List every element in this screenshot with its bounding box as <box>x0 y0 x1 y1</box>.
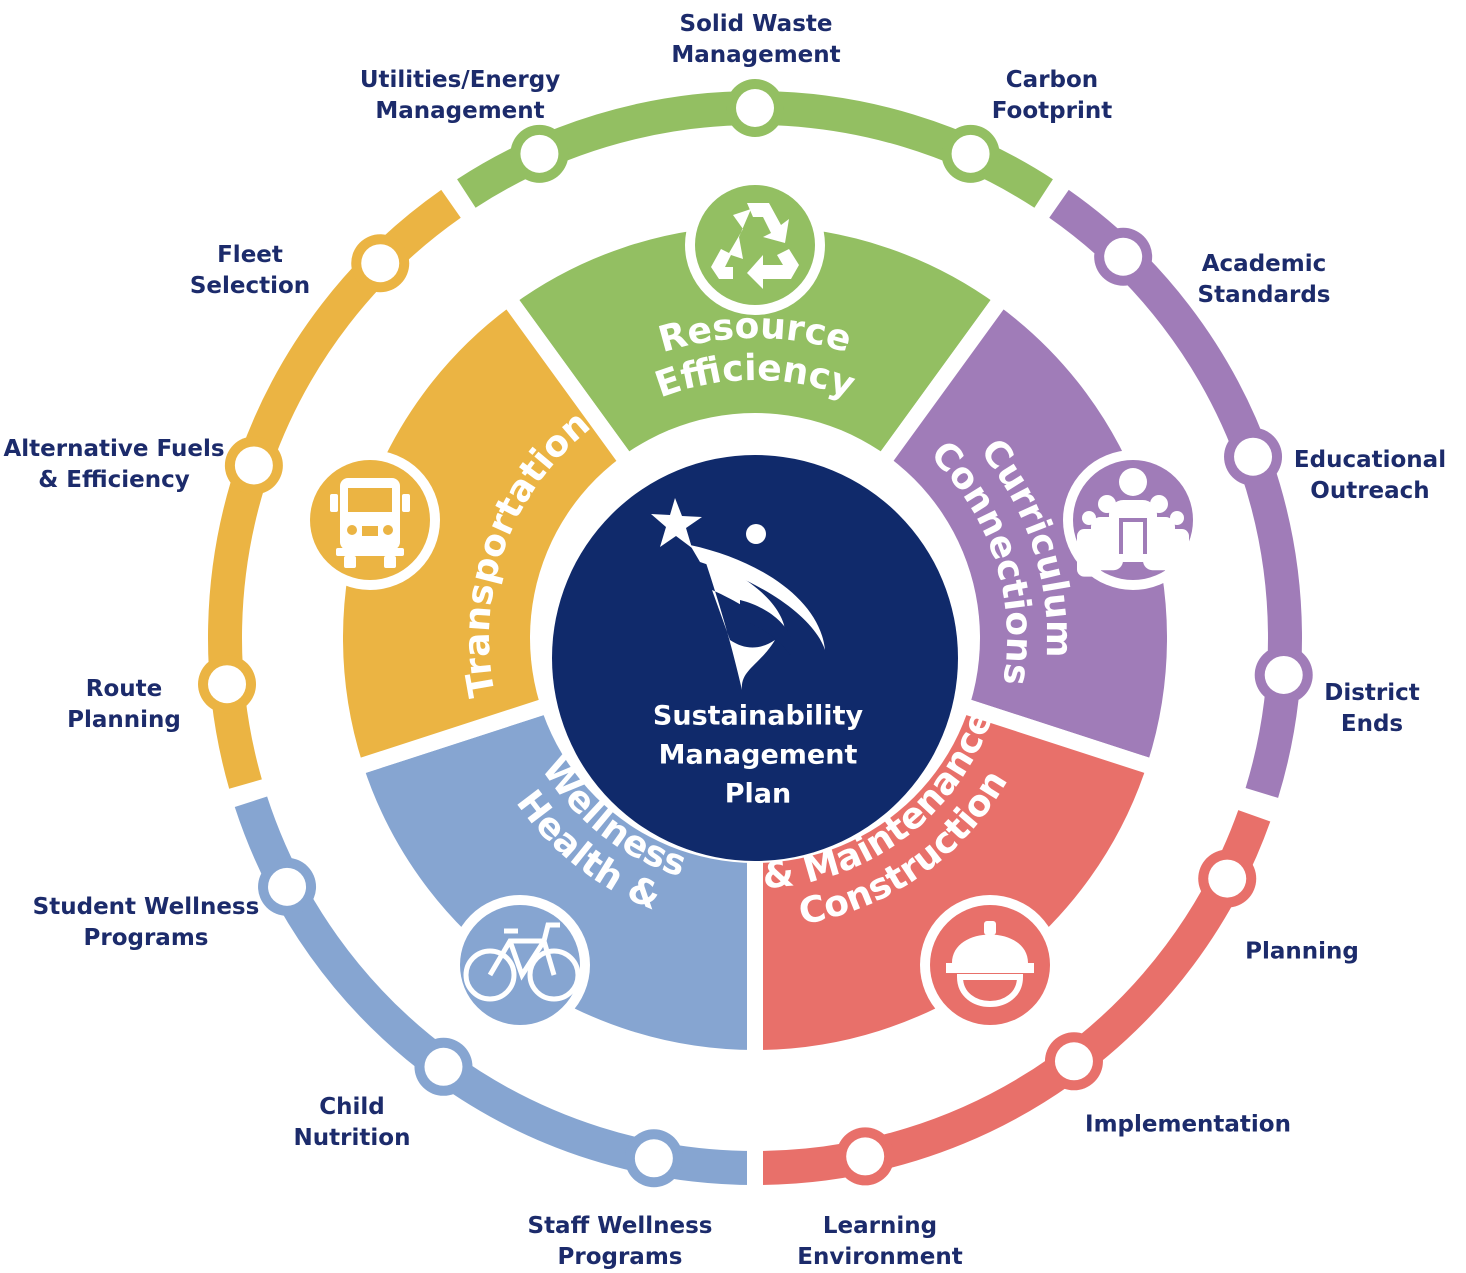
ring-node <box>1234 437 1273 476</box>
ring-node <box>1104 237 1143 276</box>
hard-hat-icon <box>946 921 1034 1007</box>
star-person-logo-icon <box>651 498 825 690</box>
ring-node <box>634 1139 673 1178</box>
label-district-ends: District Ends <box>1324 680 1420 737</box>
label-implementation: Implementation <box>1085 1111 1291 1138</box>
ring-node <box>951 134 990 173</box>
people-group-icon <box>1077 468 1189 577</box>
label-student-wellness: Student Wellness Programs <box>32 894 260 951</box>
label-planning: Planning <box>1245 938 1359 965</box>
segment-icons <box>300 175 1203 1035</box>
ring-node <box>208 665 247 704</box>
recycle-icon <box>711 203 799 289</box>
label-educational-outreach: Educational Outreach <box>1293 447 1447 504</box>
ring-node <box>361 244 400 283</box>
label-utilities-energy: Utilities/Energy Management <box>359 67 561 124</box>
ring-gap <box>747 1118 763 1198</box>
label-alternative-fuels: Alternative Fuels & Efficiency <box>3 436 225 493</box>
label-learning-environment: Learning Environment <box>797 1213 963 1270</box>
center-title: Sustainability Management Plan <box>652 700 864 810</box>
ring-node <box>1264 655 1303 694</box>
label-child-nutrition: Child Nutrition <box>293 1094 411 1151</box>
ring-node <box>424 1047 463 1086</box>
school-bus-icon <box>330 478 410 568</box>
label-carbon-footprint: Carbon Footprint <box>991 67 1113 124</box>
ring-node <box>1208 859 1247 898</box>
label-staff-wellness: Staff Wellness Programs <box>527 1213 713 1270</box>
label-route-planning: Route Planning <box>67 676 181 733</box>
label-fleet-selection: Fleet Selection <box>189 242 311 299</box>
ring-node <box>846 1137 885 1176</box>
ring-node <box>1054 1042 1093 1081</box>
label-solid-waste: Solid Waste Management <box>671 11 841 68</box>
ring-node <box>736 89 774 127</box>
outer-ring <box>198 79 1313 1198</box>
bicycle-icon <box>463 922 581 1002</box>
label-academic-standards: Academic Standards <box>1197 251 1331 308</box>
center-circle <box>552 455 958 861</box>
ring-node <box>268 867 307 906</box>
ring-node <box>520 134 559 173</box>
ring-node <box>234 446 273 485</box>
